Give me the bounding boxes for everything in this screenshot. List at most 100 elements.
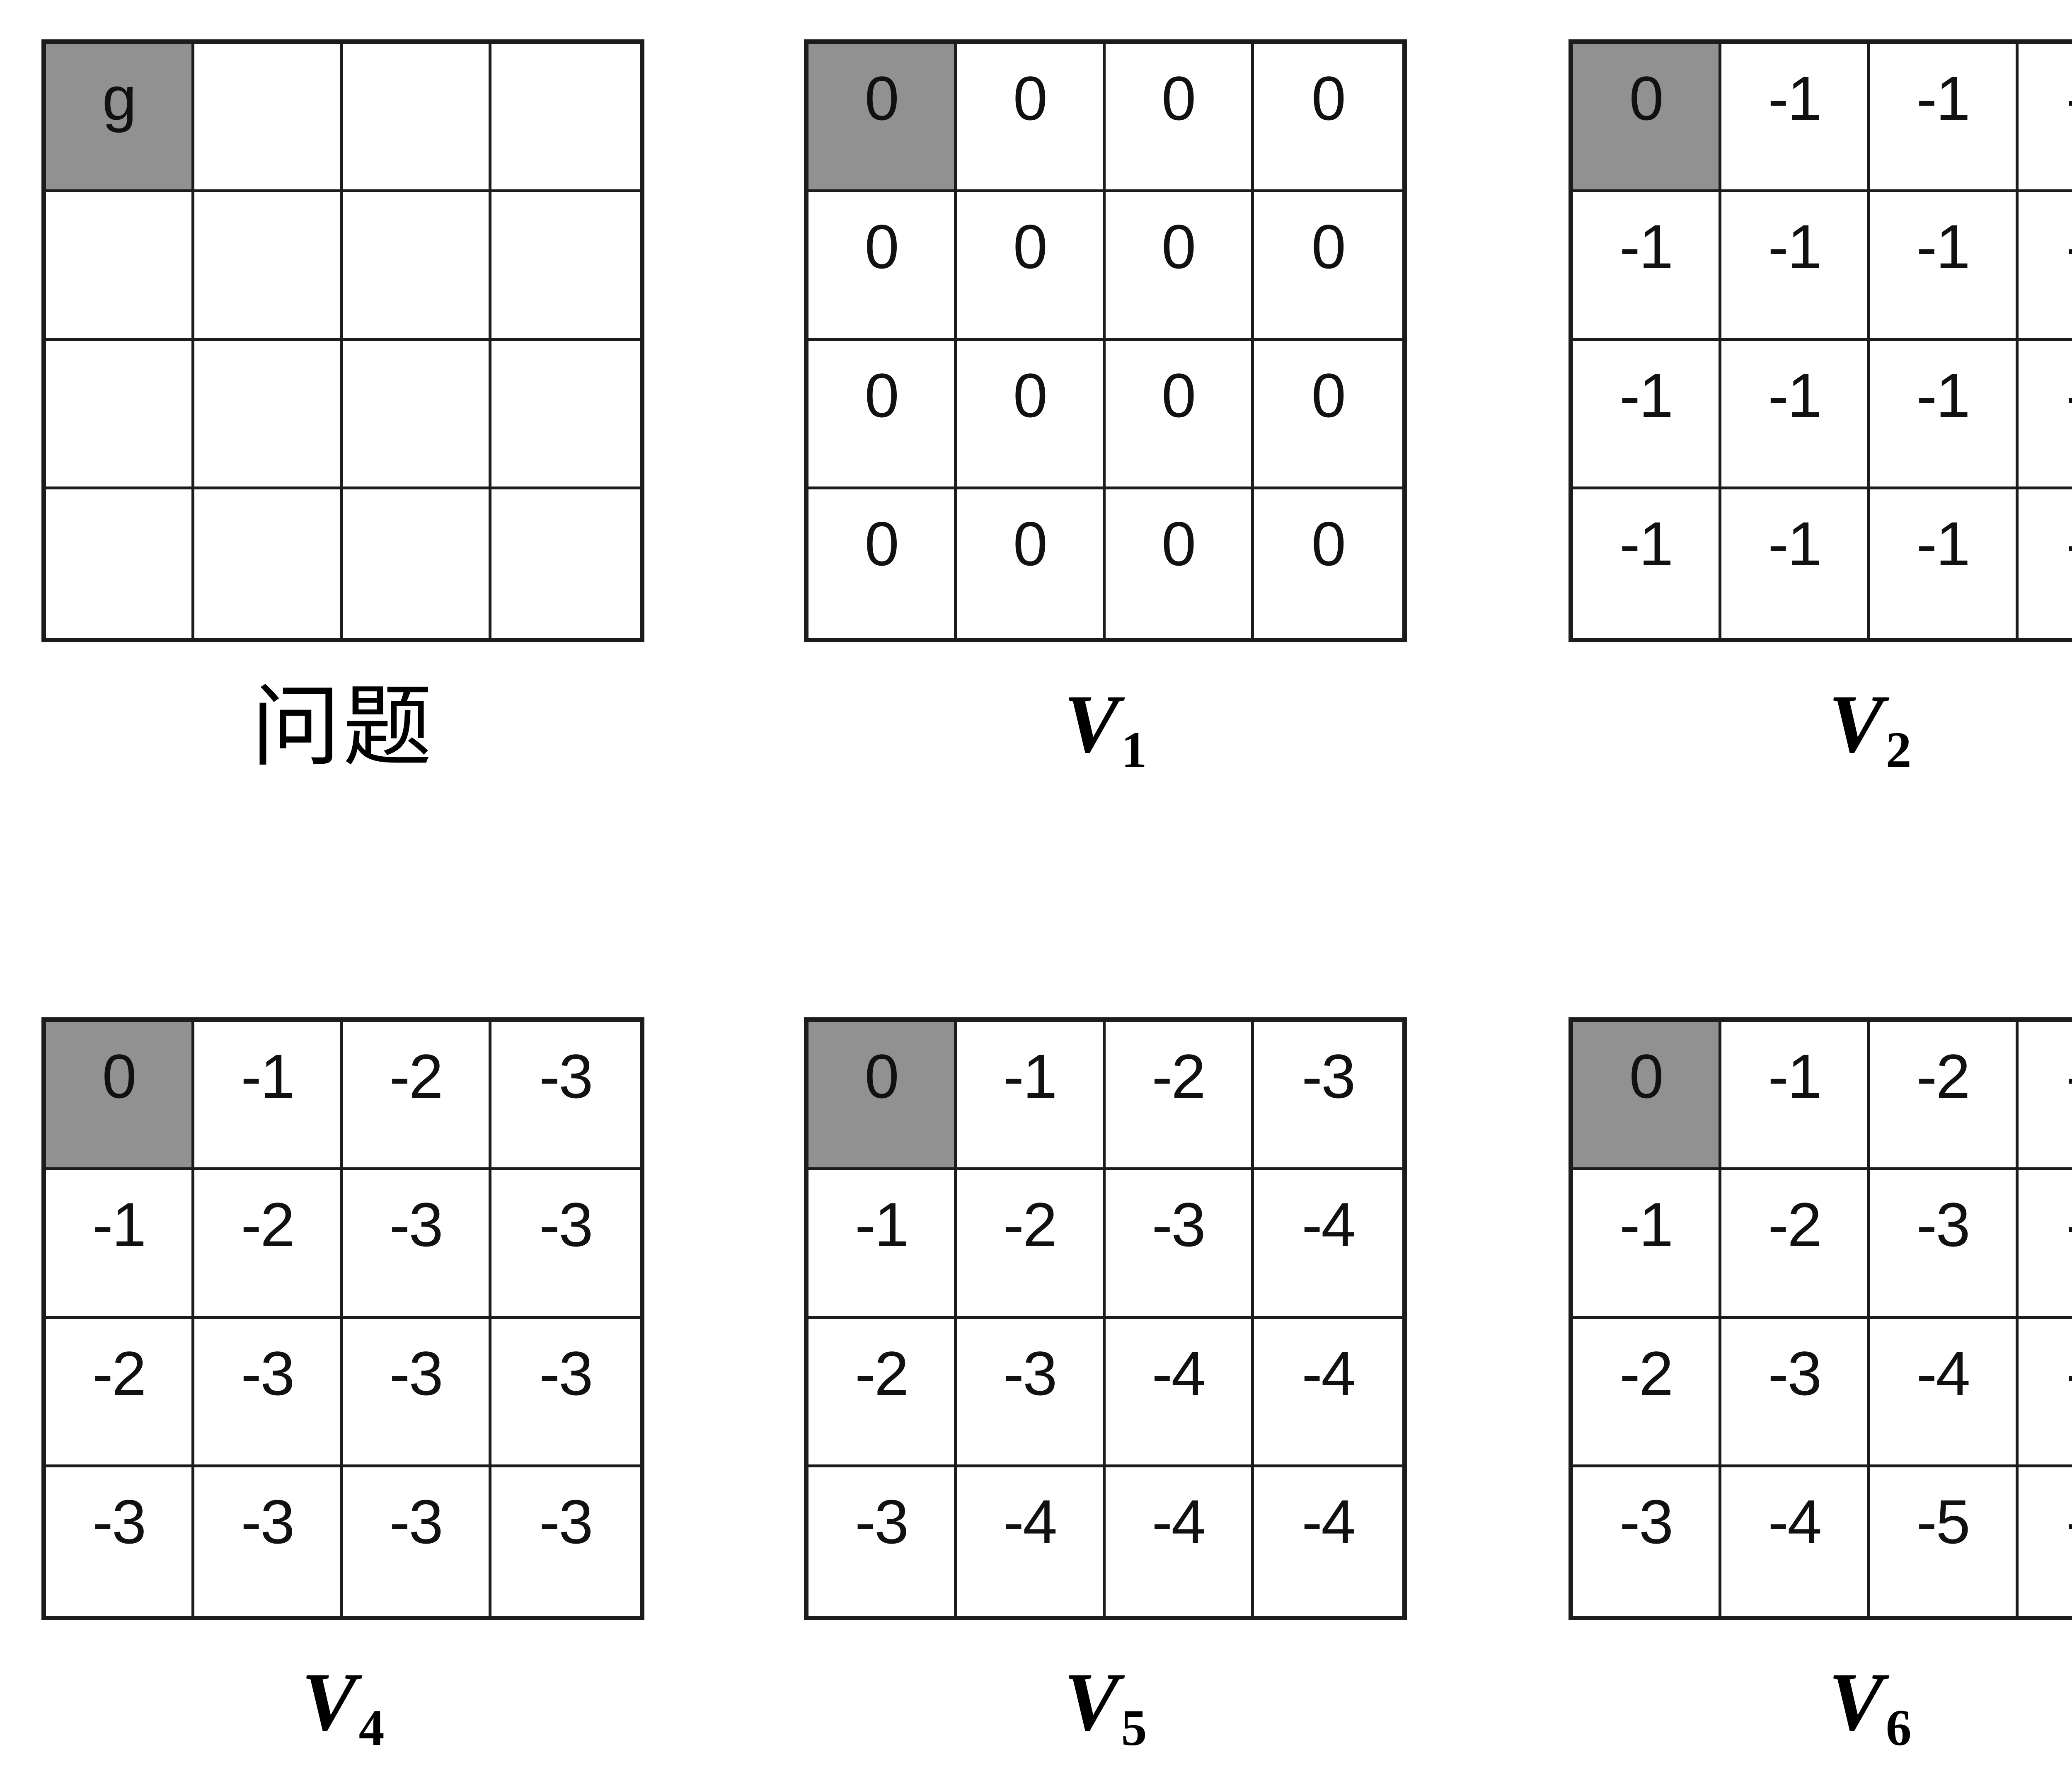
cell-problem-r3c1 (194, 489, 343, 638)
cell-v4-r2c2: -3 (343, 1319, 491, 1467)
cell-v4-r3c2: -3 (343, 1467, 491, 1616)
cell-v5-r2c3: -4 (1254, 1319, 1402, 1467)
cell-v2-r1c1: -1 (1721, 192, 1870, 341)
caption-subscript-v1: 1 (1121, 721, 1147, 779)
cell-v1-r3c1: 0 (957, 489, 1106, 638)
cell-v6-r0c1: -1 (1721, 1022, 1870, 1171)
cell-v4-r2c0: -2 (46, 1319, 195, 1467)
cell-v5-r1c3: -4 (1254, 1170, 1402, 1319)
cell-v1-r2c1: 0 (957, 341, 1106, 489)
caption-problem: 问题 (251, 675, 435, 779)
cell-v1-r0c3: 0 (1254, 44, 1402, 193)
cell-v6-r3c3: -5 (2018, 1467, 2072, 1616)
cell-v5-r1c1: -2 (957, 1170, 1106, 1319)
caption-subscript-v2: 2 (1886, 721, 1912, 779)
cell-v5-r2c0: -2 (808, 1319, 957, 1467)
cell-v5-r3c3: -4 (1254, 1467, 1402, 1616)
cell-v2-r2c2: -1 (1870, 341, 2019, 489)
grid-v5: 0-1-2-3-1-2-3-4-2-3-4-4-3-4-4-4 (804, 1017, 1407, 1620)
cell-v4-r1c3: -3 (491, 1170, 640, 1319)
caption-symbol-v1: V (1064, 678, 1119, 770)
cell-v2-r1c2: -1 (1870, 192, 2019, 341)
cell-v1-r3c3: 0 (1254, 489, 1402, 638)
cell-v5-r0c1: -1 (957, 1022, 1106, 1171)
cell-v2-r2c1: -1 (1721, 341, 1870, 489)
cell-v1-r1c0: 0 (808, 192, 957, 341)
cell-problem-r1c0 (46, 192, 195, 341)
cell-v5-r0c3: -3 (1254, 1022, 1402, 1171)
cell-v2-r2c3: -1 (2018, 341, 2072, 489)
panel-v6: 0-1-2-3-1-2-3-4-2-3-4-5-3-4-5-5V6 (1569, 1017, 2072, 1754)
cell-v2-r3c0: -1 (1573, 489, 1722, 638)
caption-v4: V4 (41, 1660, 644, 1754)
grid-v4: 0-1-2-3-1-2-3-3-2-3-3-3-3-3-3-3 (41, 1017, 644, 1620)
cell-v2-r0c0: 0 (1573, 44, 1722, 193)
cell-v1-r3c0: 0 (808, 489, 957, 638)
cell-v6-r3c1: -4 (1721, 1467, 1870, 1616)
caption-subscript-v5: 5 (1121, 1699, 1147, 1757)
caption-symbol-v5: V (1064, 1656, 1119, 1748)
cell-v6-r1c2: -3 (1870, 1170, 2019, 1319)
cell-problem-r1c2 (343, 192, 491, 341)
cell-v1-r1c2: 0 (1105, 192, 1254, 341)
cell-v2-r0c3: -1 (2018, 44, 2072, 193)
cell-problem-r2c0 (46, 341, 195, 489)
cell-v2-r2c0: -1 (1573, 341, 1722, 489)
grid-v2: 0-1-1-1-1-1-1-1-1-1-1-1-1-1-1-1 (1569, 39, 2072, 642)
cell-problem-r3c2 (343, 489, 491, 638)
cell-v4-r1c0: -1 (46, 1170, 195, 1319)
cell-problem-r3c0 (46, 489, 195, 638)
cell-v6-r0c2: -2 (1870, 1022, 2019, 1171)
caption-v2: V2 (1569, 682, 2072, 776)
cell-v5-r0c0: 0 (808, 1022, 957, 1171)
caption-v5: V5 (804, 1660, 1407, 1754)
cell-v5-r0c2: -2 (1105, 1022, 1254, 1171)
cell-v1-r1c1: 0 (957, 192, 1106, 341)
cell-v2-r0c2: -1 (1870, 44, 2019, 193)
caption-symbol-v2: V (1828, 678, 1884, 770)
cell-v4-r0c3: -3 (491, 1022, 640, 1171)
caption-symbol-v6: V (1828, 1656, 1884, 1748)
cell-v4-r3c1: -3 (194, 1467, 343, 1616)
cell-v1-r0c1: 0 (957, 44, 1106, 193)
cell-v6-r0c3: -3 (2018, 1022, 2072, 1171)
cell-v6-r2c0: -2 (1573, 1319, 1722, 1467)
cell-v4-r0c2: -2 (343, 1022, 491, 1171)
caption-v1: V1 (804, 682, 1407, 776)
cell-problem-r0c2 (343, 44, 491, 193)
cell-v5-r3c1: -4 (957, 1467, 1106, 1616)
cell-v1-r3c2: 0 (1105, 489, 1254, 638)
cell-v4-r0c0: 0 (46, 1022, 195, 1171)
cell-v2-r0c1: -1 (1721, 44, 1870, 193)
cell-v5-r1c0: -1 (808, 1170, 957, 1319)
cell-v1-r2c0: 0 (808, 341, 957, 489)
cell-v2-r1c0: -1 (1573, 192, 1722, 341)
cell-v2-r3c3: -1 (2018, 489, 2072, 638)
cell-problem-r2c3 (491, 341, 640, 489)
cell-problem-r1c1 (194, 192, 343, 341)
cell-v1-r0c0: 0 (808, 44, 957, 193)
cell-v6-r1c0: -1 (1573, 1170, 1722, 1319)
caption-symbol-v4: V (301, 1656, 357, 1748)
cell-v4-r1c2: -3 (343, 1170, 491, 1319)
cell-problem-r0c0: g (46, 44, 195, 193)
cell-v5-r3c2: -4 (1105, 1467, 1254, 1616)
cell-problem-r0c3 (491, 44, 640, 193)
cell-v1-r2c3: 0 (1254, 341, 1402, 489)
cell-v4-r1c1: -2 (194, 1170, 343, 1319)
cell-v6-r3c2: -5 (1870, 1467, 2019, 1616)
cell-v6-r1c1: -2 (1721, 1170, 1870, 1319)
cell-v5-r2c2: -4 (1105, 1319, 1254, 1467)
cell-v4-r3c0: -3 (46, 1467, 195, 1616)
panel-v2: 0-1-1-1-1-1-1-1-1-1-1-1-1-1-1-1V2 (1569, 39, 2072, 776)
caption-v6: V6 (1569, 1660, 2072, 1754)
grid-v6: 0-1-2-3-1-2-3-4-2-3-4-5-3-4-5-5 (1569, 1017, 2072, 1620)
cell-v4-r2c3: -3 (491, 1319, 640, 1467)
cell-v6-r2c1: -3 (1721, 1319, 1870, 1467)
cell-problem-r0c1 (194, 44, 343, 193)
